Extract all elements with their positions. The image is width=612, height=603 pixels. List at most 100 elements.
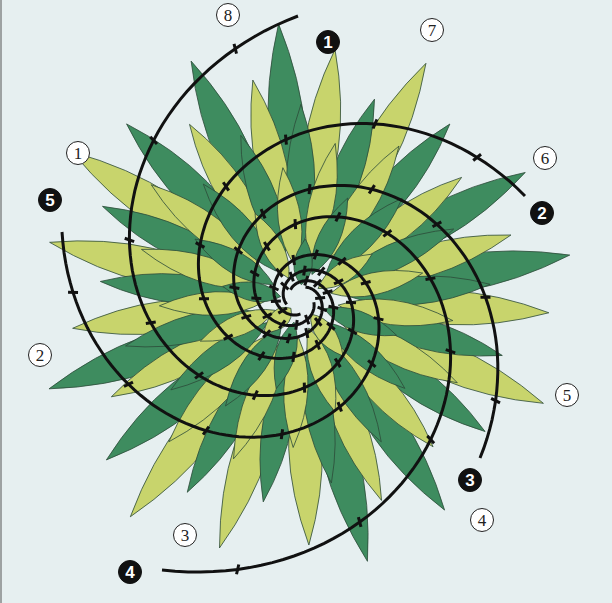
spiral-tick — [336, 212, 340, 221]
spiral-tick — [263, 330, 270, 337]
spiral-tick — [338, 258, 345, 265]
spiral-tick — [314, 280, 321, 287]
spiral-tick — [195, 372, 203, 378]
spiral-line — [62, 232, 379, 437]
leaf — [294, 239, 312, 285]
spiral-tick — [223, 182, 228, 190]
spiral-tick — [323, 291, 333, 294]
spiral-tick — [374, 318, 384, 320]
spiral-tick — [281, 283, 288, 290]
callout-number: 5 — [38, 188, 62, 212]
spiral-tick — [237, 565, 239, 575]
spiral-tick — [242, 315, 252, 318]
spiral-tick — [327, 323, 335, 329]
spiral-tick — [383, 230, 391, 236]
spiral-tick — [338, 402, 341, 411]
leaf — [274, 322, 297, 388]
callout-number: 7 — [420, 18, 444, 42]
spiral-tick — [264, 242, 269, 251]
leaf — [264, 307, 292, 333]
callout-number: 4 — [118, 560, 142, 584]
spiral-line — [162, 217, 451, 572]
callout-number: 4 — [470, 508, 494, 532]
spiral-tick — [315, 318, 321, 326]
callout-number: 5 — [555, 383, 579, 407]
callout-number: 3 — [173, 523, 197, 547]
spiral-line — [129, 16, 353, 396]
callout-number: 8 — [216, 3, 240, 27]
spiral-tick — [293, 352, 294, 362]
spiral-tick — [296, 320, 297, 330]
spiral-tick — [293, 255, 295, 265]
spiral-tick — [318, 307, 327, 311]
frame-line — [1, 0, 2, 603]
spiral-tick — [316, 340, 320, 349]
spiral-tick — [334, 280, 343, 284]
spiral-tick — [358, 517, 361, 527]
spiral-tick — [196, 243, 205, 248]
spiral-tick — [304, 266, 305, 276]
leaf — [223, 282, 281, 302]
spiral-tick — [361, 282, 371, 285]
spiral-tick — [426, 278, 436, 280]
spirals — [62, 16, 525, 574]
spiral-tick — [279, 320, 285, 328]
callout-number: 3 — [458, 468, 482, 492]
spiral-tick — [68, 291, 78, 294]
spiral-tick — [269, 286, 278, 290]
spiral-tick — [346, 301, 356, 304]
spiral-tick — [253, 391, 257, 400]
callout-number: 2 — [530, 201, 554, 225]
spiral-tick — [294, 219, 298, 229]
callout-number: 1 — [316, 30, 340, 54]
spiral-tick — [427, 436, 434, 443]
spiral-tick — [124, 382, 133, 386]
spiral-tick — [446, 350, 455, 353]
spiral-tick — [150, 137, 157, 144]
spiral-tick — [250, 271, 259, 276]
spiral-tick — [314, 250, 317, 259]
spiral-tick — [328, 306, 338, 308]
spiral-tick — [306, 328, 308, 338]
spiral-tick — [290, 272, 293, 281]
spiral-tick — [308, 184, 312, 194]
spiral-tick — [278, 308, 287, 313]
spiral-tick — [146, 322, 156, 324]
spiral-tick — [318, 267, 324, 275]
leaves — [49, 24, 570, 562]
spiral-tick — [276, 269, 282, 277]
callout-number: 2 — [28, 343, 52, 367]
spiral-tick — [305, 276, 308, 286]
spiral-tick — [284, 135, 288, 145]
spiral-tick — [491, 398, 500, 403]
spiral-tick — [125, 238, 134, 241]
spiral-tick — [368, 360, 375, 367]
callout-number: 6 — [533, 146, 557, 170]
spiral-tick — [234, 44, 236, 54]
spiral-tick — [303, 383, 307, 393]
spiral-tick — [259, 352, 265, 360]
spiral-line — [198, 124, 525, 359]
spiral-tick — [473, 154, 481, 160]
spiral-tick — [224, 335, 233, 340]
spiral-tick — [199, 297, 209, 300]
spiral-tick — [251, 297, 261, 300]
spiral-tick — [281, 429, 282, 439]
spiral-tick — [335, 359, 340, 368]
spiral-tick — [230, 287, 240, 289]
spiral-tick — [261, 209, 265, 218]
spiral-tick — [480, 296, 490, 299]
spiral-tick — [433, 222, 442, 227]
spiral-tick — [287, 334, 290, 344]
callout-number: 1 — [66, 141, 90, 165]
spiral-tick — [271, 300, 281, 304]
spiral-tick — [369, 185, 374, 193]
spiral-tick — [373, 119, 377, 128]
spiral-tick — [203, 427, 209, 435]
leaf — [318, 254, 372, 289]
spiral-tick — [234, 247, 242, 253]
spiral-tick — [315, 297, 325, 298]
spiral-tick — [305, 315, 308, 324]
spiral-tick — [348, 329, 357, 334]
